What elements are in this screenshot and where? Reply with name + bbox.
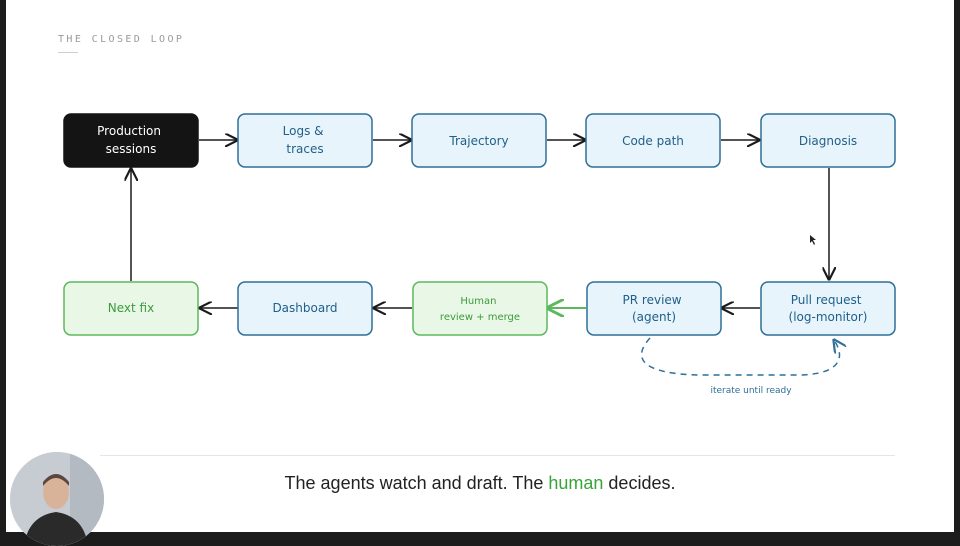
- node-pr-review: PR review (agent): [586, 281, 722, 336]
- svg-text:Diagnosis: Diagnosis: [799, 134, 857, 148]
- node-next-fix-label: Next fix: [108, 301, 154, 315]
- caption-text-after: decides.: [603, 473, 676, 493]
- node-production-sessions: Production sessions: [63, 113, 199, 168]
- node-pull-request-line2: (log-monitor): [789, 310, 868, 324]
- edge-iterate-loop: [640, 338, 840, 376]
- svg-text:Trajectory: Trajectory: [448, 134, 508, 148]
- node-diagnosis: Diagnosis: [760, 113, 896, 168]
- presenter-silhouette-icon: [10, 452, 104, 546]
- svg-text:Code path: Code path: [622, 134, 684, 148]
- node-dashboard: Dashboard: [237, 281, 373, 336]
- node-human-review-line1: Human: [460, 296, 496, 307]
- node-diagnosis-label: Diagnosis: [799, 134, 857, 148]
- mouse-cursor-icon: [810, 235, 816, 245]
- svg-text:Human review + merge: Human review + merge: [440, 296, 520, 323]
- node-dashboard-label: Dashboard: [272, 301, 337, 315]
- svg-text:Dashboard: Dashboard: [272, 301, 337, 315]
- node-logs-traces-line1: Logs &: [283, 124, 324, 138]
- node-logs-traces-line2: traces: [286, 142, 323, 156]
- caption-highlight: human: [548, 473, 604, 493]
- node-pr-review-line2: (agent): [632, 310, 676, 324]
- node-code-path: Code path: [585, 113, 721, 168]
- caption-divider: [100, 455, 895, 456]
- svg-text:Production sessions: Production sessions: [97, 124, 165, 156]
- node-trajectory-label: Trajectory: [448, 134, 508, 148]
- slide-kicker: THE CLOSED LOOP: [58, 34, 185, 45]
- node-code-path-label: Code path: [622, 134, 684, 148]
- kicker-underline: [58, 52, 78, 53]
- svg-text:Next fix: Next fix: [108, 301, 154, 315]
- iterate-loop-label: iterate until ready: [710, 386, 792, 396]
- node-pr-review-line1: PR review: [623, 293, 682, 307]
- svg-text:Pull request (log-monito: Pull request (log-monitor): [789, 293, 868, 324]
- node-pull-request: Pull request (log-monitor): [760, 281, 896, 336]
- node-pull-request-line1: Pull request: [791, 293, 862, 307]
- svg-text:Logs & traces: Logs & traces: [283, 124, 328, 156]
- node-trajectory: Trajectory: [411, 113, 547, 168]
- presenter-video-avatar: [10, 452, 104, 546]
- node-next-fix: Next fix: [63, 281, 199, 336]
- node-human-review: Human review + merge: [412, 281, 548, 336]
- node-human-review-line2: review + merge: [440, 312, 520, 323]
- node-production-sessions-line2: sessions: [106, 142, 157, 156]
- node-logs-traces: Logs & traces: [237, 113, 373, 168]
- slide: THE CLOSED LOOP: [6, 0, 954, 532]
- slide-caption: The agents watch and draft. The human de…: [0, 473, 960, 494]
- svg-text:PR review (agent): PR review (agent): [623, 293, 686, 324]
- node-production-sessions-line1: Production: [97, 124, 161, 138]
- caption-text-before: The agents watch and draft. The: [284, 473, 549, 493]
